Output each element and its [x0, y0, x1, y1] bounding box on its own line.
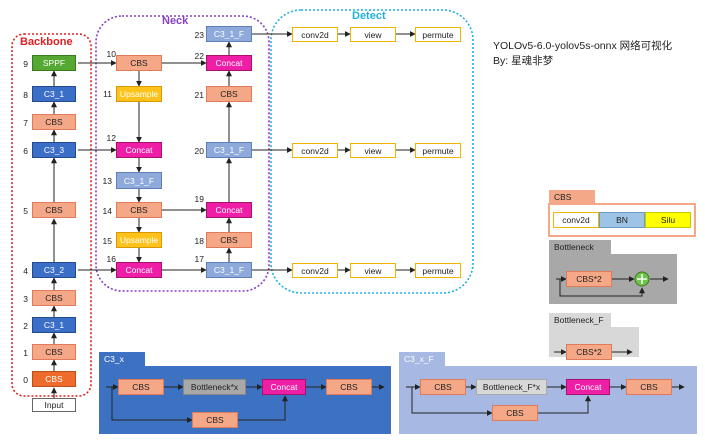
neck-node-22: Concat — [206, 55, 252, 71]
author-line: By: 星魂非梦 — [493, 55, 554, 67]
backbone-index-8: 8 — [23, 90, 28, 100]
backbone-index-4: 4 — [23, 266, 28, 276]
backbone-index-3: 3 — [23, 294, 28, 304]
backbone-index-0: 0 — [23, 375, 28, 385]
backbone-node-5: CBS — [32, 202, 76, 218]
detect-frame — [270, 9, 474, 294]
backbone-index-5: 5 — [23, 206, 28, 216]
detect-row1-view: view — [350, 27, 396, 42]
bottleneck-legend-title: Bottleneck — [554, 242, 594, 252]
cbs-legend-bn: BN — [599, 212, 645, 228]
bottleneck-legend-cbs: CBS*2 — [566, 271, 612, 287]
c3x-cbs-low: CBS — [192, 412, 238, 428]
backbone-node-7: CBS — [32, 114, 76, 130]
neck-index-15: 15 — [102, 236, 112, 246]
backbone-node-6: C3_3 — [32, 142, 76, 158]
neck-index-10: 10 — [106, 49, 116, 59]
neck-index-12: 12 — [106, 133, 116, 143]
bottleneck-f-legend-title: Bottleneck_F — [554, 315, 604, 325]
cbs-legend-title: CBS — [554, 192, 572, 202]
neck-index-17: 17 — [194, 254, 204, 264]
c3x-panel-bg — [99, 366, 391, 434]
cbs-legend-header-bg — [549, 190, 595, 204]
detect-row1-permute: permute — [415, 27, 461, 42]
c3x-cbs-1: CBS — [118, 379, 164, 395]
backbone-node-3: CBS — [32, 290, 76, 306]
neck-index-23: 23 — [194, 30, 204, 40]
c3xf-title: C3_x_F — [404, 354, 434, 364]
neck-frame — [95, 15, 270, 292]
backbone-index-6: 6 — [23, 146, 28, 156]
c3xf-bottleneck: Bottleneck_F*x — [476, 379, 547, 395]
neck-node-13: C3_1_F — [116, 172, 162, 189]
backbone-index-1: 1 — [23, 348, 28, 358]
neck-title: Neck — [162, 15, 189, 27]
neck-node-21: CBS — [206, 86, 252, 102]
backbone-node-1: CBS — [32, 344, 76, 360]
neck-index-14: 14 — [102, 206, 112, 216]
bottleneck-legend-arrows — [556, 271, 669, 297]
c3x-arrows — [106, 384, 385, 423]
c3x-concat: Concat — [262, 379, 306, 395]
c3xf-cbs-low: CBS — [492, 405, 538, 421]
backbone-node-2: C3_1 — [32, 317, 76, 333]
backbone-node-8: C3_1 — [32, 86, 76, 102]
neck-index-11: 11 — [103, 89, 112, 99]
c3xf-concat: Concat — [566, 379, 610, 395]
neck-node-23: C3_1_F — [206, 26, 252, 42]
neck-index-21: 21 — [194, 90, 204, 100]
backbone-index-2: 2 — [23, 321, 28, 331]
backbone-node-4: C3_2 — [32, 262, 76, 278]
neck-index-22: 22 — [194, 51, 204, 61]
bottleneck-legend-header-bg — [549, 240, 611, 254]
skip-arrows — [78, 60, 117, 273]
input-node: Input — [32, 398, 76, 412]
neck-index-16: 16 — [106, 254, 116, 264]
neck-cross-arrows — [162, 60, 207, 273]
detect-row3-view: view — [350, 263, 396, 278]
detect-row2-conv2d: conv2d — [292, 143, 338, 158]
neck-node-17: C3_1_F — [206, 262, 252, 278]
c3xf-arrows — [406, 384, 685, 416]
c3x-cbs-out: CBS — [326, 379, 372, 395]
neck-index-19: 19 — [194, 194, 204, 204]
neck-node-10: CBS — [116, 55, 162, 71]
neck-node-14: CBS — [116, 202, 162, 218]
detect-row2-permute: permute — [415, 143, 461, 158]
detect-row3-conv2d: conv2d — [292, 263, 338, 278]
c3x-title: C3_x — [104, 354, 124, 364]
neck-node-19: Concat — [206, 202, 252, 218]
backbone-node-0: CBS — [32, 371, 76, 387]
backbone-title: Backbone — [20, 36, 73, 48]
neck-index-18: 18 — [194, 236, 204, 246]
c3x-panel-header-bg — [99, 352, 145, 366]
neck-index-13: 13 — [102, 176, 112, 186]
neck-node-18: CBS — [206, 232, 252, 248]
backbone-node-9: SPPF — [32, 55, 76, 71]
bottleneck-f-legend-cbs: CBS*2 — [566, 344, 612, 360]
detect-row3-permute: permute — [415, 263, 461, 278]
c3xf-panel-header-bg — [399, 352, 445, 366]
neck-node-16: Concat — [116, 262, 162, 278]
detect-title: Detect — [352, 10, 386, 22]
main-title: YOLOv5-6.0-yolov5s-onnx 网络可视化 — [493, 40, 673, 52]
detect-row2-view: view — [350, 143, 396, 158]
c3x-bottleneck: Bottleneck*x — [183, 379, 246, 395]
backbone-index-9: 9 — [23, 59, 28, 69]
neck-node-12: Concat — [116, 142, 162, 158]
neck-node-11: Upsample — [116, 86, 162, 102]
c3xf-panel-bg — [399, 366, 697, 434]
cbs-legend-silu: Silu — [645, 212, 691, 228]
neck-node-20: C3_1_F — [206, 142, 252, 158]
backbone-index-7: 7 — [23, 118, 28, 128]
backbone-frame — [11, 33, 92, 397]
detect-arrows — [252, 31, 416, 273]
c3xf-cbs-out: CBS — [626, 379, 672, 395]
neck-node-15: Upsample — [116, 232, 162, 248]
neck-index-20: 20 — [194, 146, 204, 156]
detect-row1-conv2d: conv2d — [292, 27, 338, 42]
cbs-legend-conv2d: conv2d — [553, 212, 599, 228]
bottleneck-f-legend-header-bg — [549, 313, 611, 327]
c3xf-cbs-1: CBS — [420, 379, 466, 395]
